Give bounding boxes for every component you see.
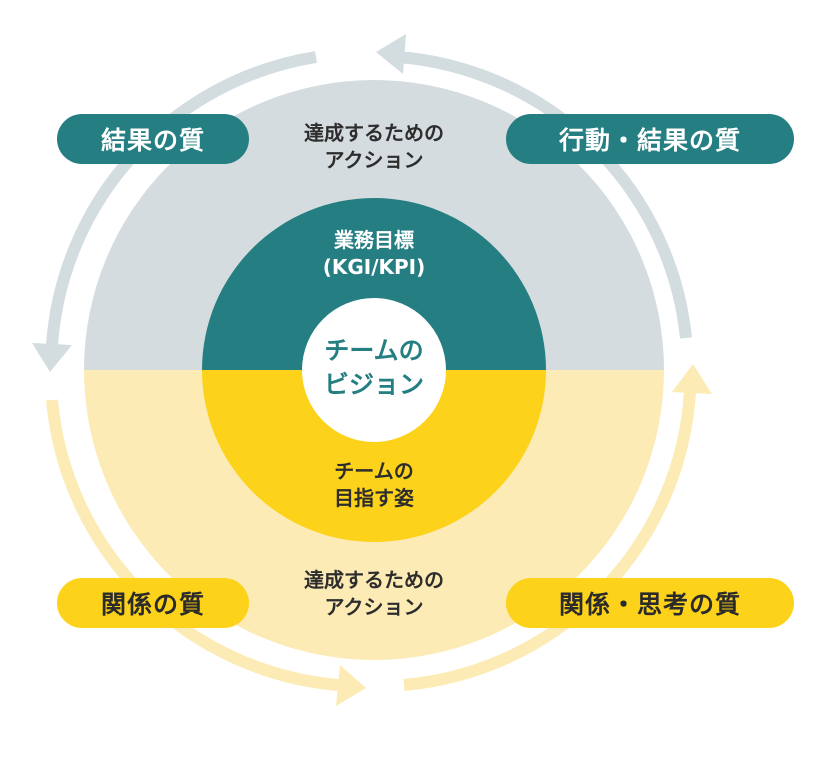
pill-relationship-quality: 関係の質 (57, 578, 249, 628)
outer-top-line1: 達成するための (304, 121, 444, 145)
center-disk (302, 298, 446, 442)
outer-bottom-line2: アクション (324, 595, 424, 619)
middle-disk-bottom (202, 370, 546, 542)
middle-bottom-line1: チームの (334, 459, 414, 483)
middle-top-label: 業務目標 (KGI/KPI) (274, 227, 474, 281)
pill-result-quality: 結果の質 (57, 114, 249, 164)
center-line2: ビジョン (323, 369, 424, 399)
outer-bottom-label: 達成するための アクション (254, 567, 494, 621)
outer-top-label: 達成するための アクション (254, 120, 494, 174)
outer-top-line2: アクション (324, 148, 424, 172)
pill-action-result-quality: 行動・結果の質 (506, 114, 794, 164)
center-label: チームの ビジョン (294, 334, 454, 402)
middle-disk-top (202, 198, 546, 370)
middle-bottom-line2: 目指す姿 (334, 486, 414, 510)
middle-bottom-label: チームの 目指す姿 (274, 458, 474, 512)
pill-relationship-thinking-quality: 関係・思考の質 (506, 578, 794, 628)
outer-bottom-line1: 達成するための (304, 568, 444, 592)
middle-top-line2: (KGI/KPI) (322, 255, 426, 279)
center-line1: チームの (324, 336, 424, 365)
middle-top-line1: 業務目標 (334, 228, 414, 252)
